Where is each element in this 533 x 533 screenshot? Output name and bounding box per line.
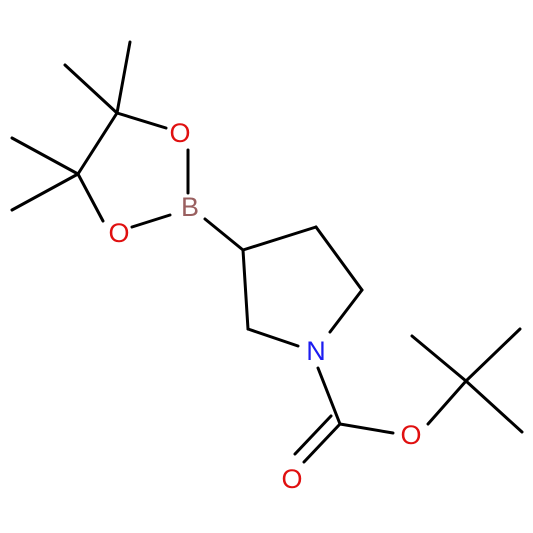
atom-o-bottom: O: [108, 218, 129, 248]
bond-tbu-methyl-1: [410, 334, 468, 383]
bond-c-o-top: [115, 111, 168, 130]
bond-o-quaternary-c: [426, 379, 468, 426]
bond-methyl-2: [115, 40, 132, 115]
atom-labels: O B O N O O: [108, 118, 421, 494]
bond-c-c-pinacol: [76, 111, 119, 176]
bond-c4-c5: [314, 225, 364, 292]
atom-o-carbonyl: O: [281, 464, 302, 494]
bond-c-o-double-b: [293, 414, 333, 456]
bond-c-o-double-a: [302, 422, 342, 464]
bond-o-b-bottom: [130, 213, 172, 229]
bond-c3-c4: [241, 225, 318, 252]
atom-o-top: O: [169, 118, 190, 148]
bond-n-carbonyl-c: [316, 366, 342, 426]
atom-o-ester: O: [400, 420, 421, 450]
bond-c-o-bottom: [76, 172, 105, 223]
bond-b-c3: [203, 217, 245, 252]
bond-c5-n: [328, 288, 364, 334]
bond-tbu-methyl-2: [464, 327, 522, 383]
bond-c-o-ester: [338, 422, 395, 435]
atom-n: N: [306, 336, 326, 366]
bond-methyl-1: [63, 63, 119, 115]
bond-n-c2: [246, 327, 300, 348]
bond-methyl-3: [10, 136, 80, 176]
bonds: [10, 40, 524, 464]
atom-b: B: [181, 192, 199, 222]
bond-tbu-methyl-3: [464, 379, 524, 434]
bond-c2-c3: [241, 248, 250, 331]
bond-methyl-4: [10, 172, 80, 212]
